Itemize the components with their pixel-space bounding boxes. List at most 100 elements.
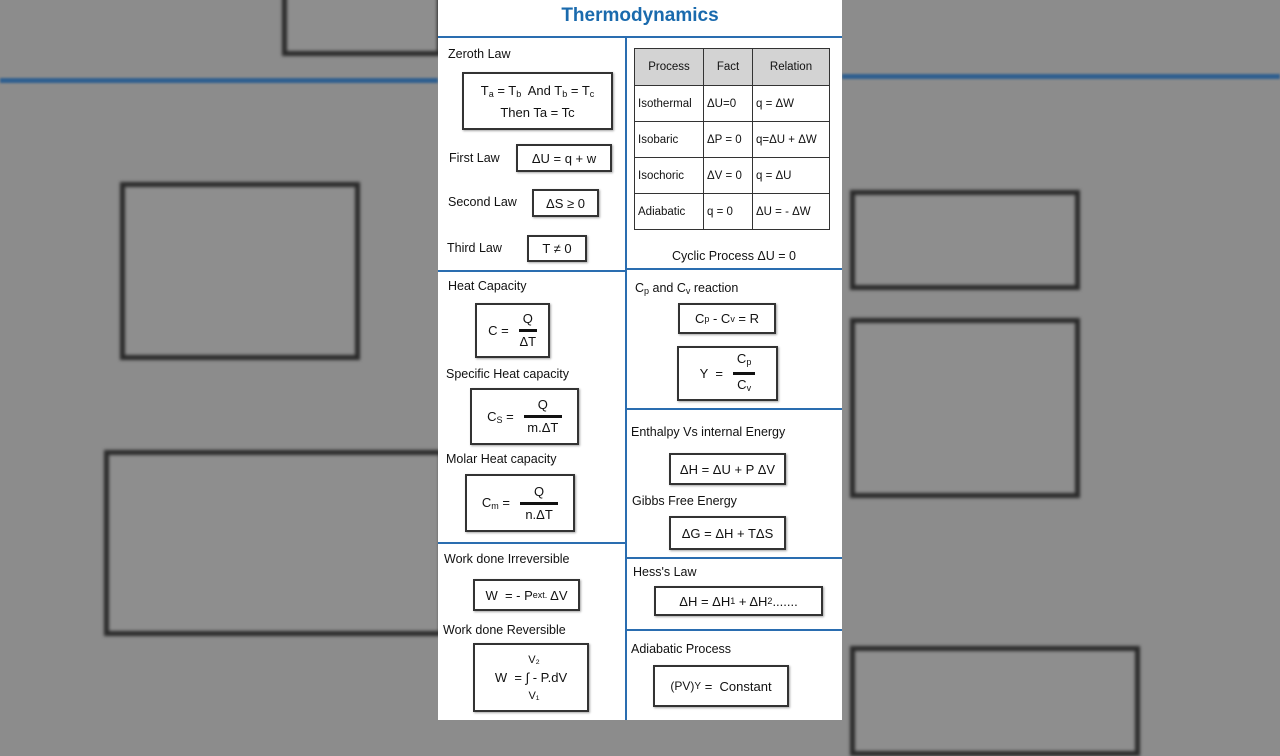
text: ΔH = ΔH <box>679 593 731 609</box>
adiabatic-formula: (PV)Y = Constant <box>653 665 789 707</box>
denominator: m.ΔT <box>527 420 559 435</box>
background-box <box>850 318 1080 498</box>
cp-cv-label: Cp and Cv reaction <box>635 281 738 296</box>
text: C <box>487 408 497 424</box>
third-law-label: Third Law <box>447 241 502 255</box>
text: ΔV <box>547 587 568 603</box>
cell: Isochoric <box>634 157 704 194</box>
lhs: Cm = <box>482 495 510 511</box>
divider <box>626 629 842 631</box>
cell: q = ΔU <box>752 157 830 194</box>
second-law-formula: ΔS ≥ 0 <box>532 189 599 217</box>
enthalpy-formula: ΔH = ΔU + P ΔV <box>669 453 786 485</box>
text: T <box>480 82 489 98</box>
table-header-row: Process Fact Relation <box>634 48 830 86</box>
work-reversible-label: Work done Reversible <box>443 623 566 637</box>
sub: S <box>496 414 503 425</box>
sub: b <box>562 88 568 99</box>
gibbs-formula: ΔG = ΔH + TΔS <box>669 516 786 550</box>
molar-heat-label: Molar Heat capacity <box>446 452 557 466</box>
work-reversible-formula: V₂ W = ∫ - P.dV V₁ <box>473 643 589 712</box>
cell: q=ΔU + ΔW <box>752 121 830 158</box>
background-divider <box>0 78 438 83</box>
denominator: n.ΔT <box>525 506 553 522</box>
divider <box>625 36 627 720</box>
sub: p <box>746 357 752 367</box>
enthalpy-label: Enthalpy Vs internal Energy <box>631 425 786 439</box>
text: ....... <box>772 593 798 609</box>
text: = <box>502 408 514 424</box>
lhs: CS = <box>487 409 514 425</box>
cell: q = 0 <box>703 193 753 230</box>
lhs: Y = <box>699 366 723 381</box>
header-fact: Fact <box>703 48 753 86</box>
divider <box>626 408 842 410</box>
sub: p <box>704 313 710 324</box>
fraction-bar <box>519 501 559 505</box>
text: = T <box>567 82 590 98</box>
zeroth-line-2: Then Ta = Tc <box>500 104 575 120</box>
adiabatic-label: Adiabatic Process <box>631 642 732 656</box>
divider <box>438 270 626 272</box>
first-law-formula: ΔU = q + w <box>516 144 612 172</box>
second-law-label: Second Law <box>448 195 517 209</box>
sub: c <box>589 88 595 99</box>
cheat-sheet-panel: Thermodynamics Zeroth Law Ta = Tb And Tb… <box>438 0 842 720</box>
heat-capacity-label: Heat Capacity <box>448 279 527 293</box>
sub: v <box>746 383 752 393</box>
sub: 2 <box>767 596 773 606</box>
text: And T <box>521 82 563 98</box>
denominator: Cv <box>737 378 751 395</box>
header-relation: Relation <box>752 48 830 86</box>
text: C <box>481 495 492 510</box>
gibbs-label: Gibbs Free Energy <box>632 494 737 508</box>
header-process: Process <box>634 48 704 86</box>
text: and C <box>649 281 686 295</box>
cell: ΔV = 0 <box>703 157 753 194</box>
upper-limit: V₂ <box>528 653 540 666</box>
cell: q = ΔW <box>752 85 830 122</box>
specific-heat-label: Specific Heat capacity <box>446 367 569 381</box>
cyclic-process: Cyclic Process ΔU = 0 <box>671 249 796 263</box>
background-box <box>120 182 360 360</box>
lhs: C = <box>488 323 509 338</box>
numerator: Q <box>537 397 548 412</box>
page-title: Thermodynamics <box>561 5 719 26</box>
text: C <box>737 377 747 392</box>
sub: p <box>644 286 650 296</box>
text: + ΔH <box>735 593 768 609</box>
divider <box>438 36 842 38</box>
zeroth-law-formula: Ta = Tb And Tb = Tc Then Ta = Tc <box>462 72 613 130</box>
sub: m <box>491 501 499 511</box>
superscript: Y <box>694 680 702 692</box>
cell: ΔU=0 <box>703 85 753 122</box>
text: = R <box>734 311 760 326</box>
third-law-formula: T ≠ 0 <box>527 235 587 262</box>
sub: ext. <box>532 590 548 600</box>
cell: Isobaric <box>634 121 704 158</box>
lower-limit: V₁ <box>528 689 540 702</box>
text: = Constant <box>701 678 772 694</box>
numerator: Cp <box>733 352 755 369</box>
work-irreversible-label: Work done Irreversible <box>444 552 570 566</box>
divider <box>626 268 842 270</box>
fraction-bar <box>732 372 756 375</box>
sub: a <box>488 88 494 99</box>
text: - C <box>709 311 731 326</box>
background-box <box>282 0 442 56</box>
sub: v <box>685 286 691 296</box>
cell: Isothermal <box>634 85 704 122</box>
denominator: ΔT <box>519 334 537 349</box>
zeroth-line-1: Ta = Tb And Tb = Tc <box>481 83 595 99</box>
